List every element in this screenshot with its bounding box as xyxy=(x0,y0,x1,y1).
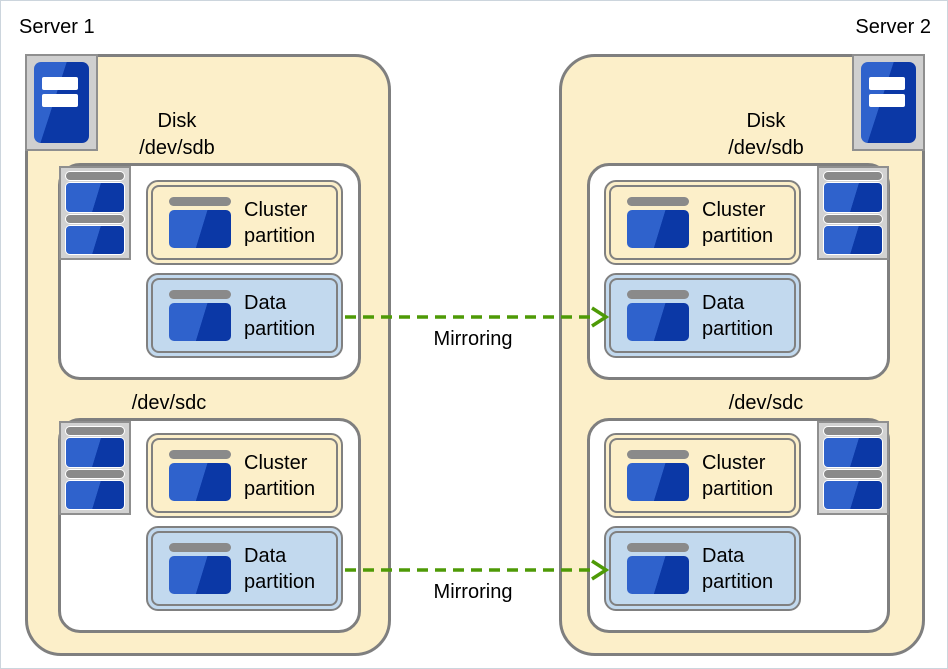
data-partition-box: Data partition xyxy=(604,526,801,611)
mirroring-label: Mirroring xyxy=(433,581,513,603)
disk-sdc-label-s1: /dev/sdc xyxy=(69,390,269,417)
disk-title: Disk xyxy=(746,110,786,132)
server-icon xyxy=(852,54,925,151)
cluster-partition-box: Cluster partition xyxy=(604,180,801,265)
disk-sdb-label-s1: Disk /dev/sdb xyxy=(77,108,277,162)
disk-sdc-label-s2: /dev/sdc xyxy=(666,390,866,417)
disk-icon xyxy=(59,166,131,260)
mirroring-arrow-sdc xyxy=(345,559,610,581)
cluster-partition-box: Cluster partition xyxy=(146,433,343,518)
data-partition-box: Data partition xyxy=(604,273,801,358)
cluster-partition-box: Cluster partition xyxy=(604,433,801,518)
partition-label: Data partition xyxy=(244,544,316,593)
partition-label: Data partition xyxy=(702,291,774,340)
mirroring-arrow-sdb xyxy=(345,306,610,328)
partition-label: Data partition xyxy=(244,291,316,340)
disk-device: /dev/sdb xyxy=(728,137,804,159)
partition-icon xyxy=(169,290,231,341)
cluster-partition-box: Cluster partition xyxy=(146,180,343,265)
disk-device: /dev/sdc xyxy=(728,392,804,414)
partition-label: Cluster partition xyxy=(244,198,316,247)
partition-label: Cluster partition xyxy=(702,198,774,247)
disk-device: /dev/sdb xyxy=(139,137,215,159)
partition-icon xyxy=(169,197,231,248)
disk-icon xyxy=(59,421,131,515)
partition-label: Data partition xyxy=(702,544,774,593)
data-partition-box: Data partition xyxy=(146,273,343,358)
partition-icon xyxy=(627,450,689,501)
partition-icon xyxy=(169,450,231,501)
disk-icon xyxy=(817,421,889,515)
partition-icon xyxy=(627,290,689,341)
disk-sdb-label-s2: Disk /dev/sdb xyxy=(666,108,866,162)
server-icon xyxy=(25,54,98,151)
partition-icon xyxy=(169,543,231,594)
disk-icon xyxy=(817,166,889,260)
data-partition-box: Data partition xyxy=(146,526,343,611)
partition-label: Cluster partition xyxy=(702,451,774,500)
server2-label: Server 2 xyxy=(855,16,931,38)
partition-label: Cluster partition xyxy=(244,451,316,500)
disk-device: /dev/sdc xyxy=(131,392,207,414)
disk-title: Disk xyxy=(157,110,197,132)
partition-icon xyxy=(627,543,689,594)
server1-label: Server 1 xyxy=(19,16,95,38)
mirroring-label: Mirroring xyxy=(433,328,513,350)
partition-icon xyxy=(627,197,689,248)
